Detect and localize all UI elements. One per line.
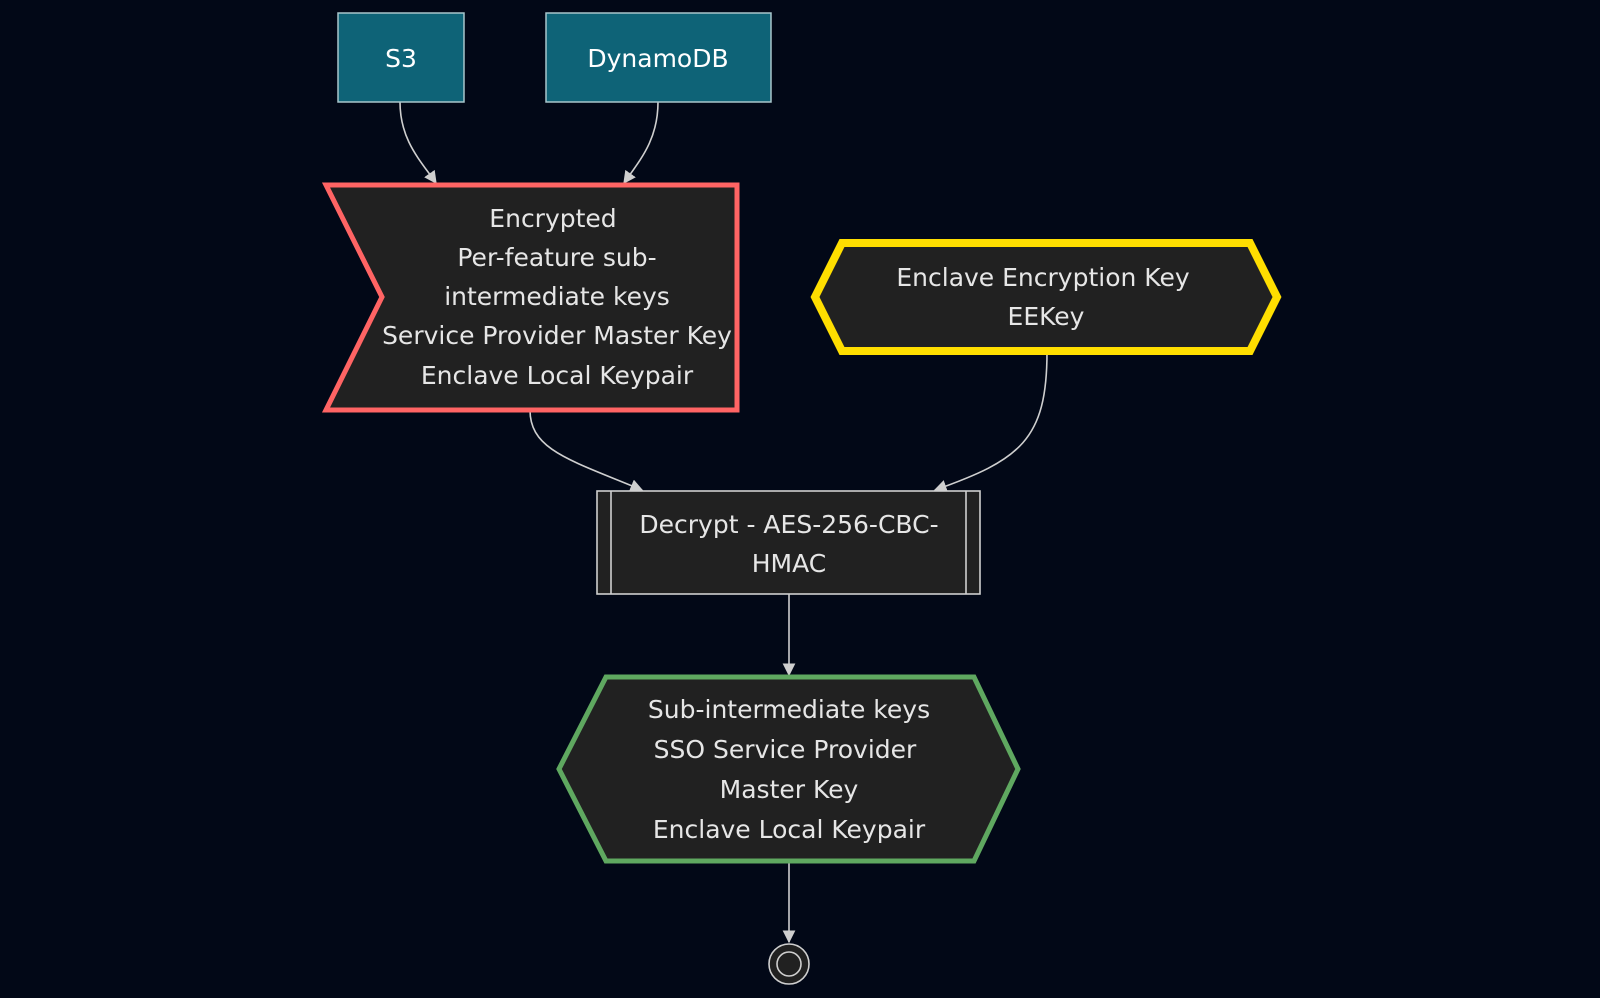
eekey-line-2: EEKey (1008, 302, 1085, 331)
result-line-3: Master Key (720, 775, 859, 804)
decrypt-line-1: Decrypt - AES-256-CBC- (639, 510, 938, 539)
encrypted-keys-node[interactable]: Encrypted Per-feature sub- intermediate … (321, 182, 740, 413)
enclave-encryption-key-node[interactable]: Enclave Encryption Key EEKey (810, 239, 1282, 355)
decrypt-line-2: HMAC (752, 549, 827, 578)
encrypted-line-1: Encrypted (489, 204, 616, 233)
result-line-4: Enclave Local Keypair (653, 815, 926, 844)
encrypted-line-4: Service Provider Master Key (382, 321, 732, 350)
edge-eekey-to-decrypt (933, 351, 1048, 493)
result-line-2: SSO Service Provider (654, 735, 917, 764)
encrypted-line-5: Enclave Local Keypair (421, 361, 694, 390)
s3-node[interactable]: S3 (337, 12, 465, 103)
edge-encrypted-to-decrypt (529, 409, 644, 492)
edge-s3-to-encrypted (399, 101, 437, 185)
result-line-1: Sub-intermediate keys (648, 695, 930, 724)
dynamodb-label: DynamoDB (587, 44, 728, 73)
dynamodb-node[interactable]: DynamoDB (545, 12, 772, 103)
encrypted-line-2: Per-feature sub- (457, 243, 656, 272)
eekey-line-1: Enclave Encryption Key (896, 263, 1189, 292)
encrypted-line-3: intermediate keys (444, 282, 670, 311)
edge-dynamodb-to-encrypted (623, 101, 659, 185)
end-node[interactable] (768, 943, 810, 985)
decrypt-process-node[interactable]: Decrypt - AES-256-CBC- HMAC (596, 490, 981, 595)
s3-label: S3 (385, 44, 417, 73)
decrypted-keys-node[interactable]: Sub-intermediate keys SSO Service Provid… (556, 674, 1021, 864)
